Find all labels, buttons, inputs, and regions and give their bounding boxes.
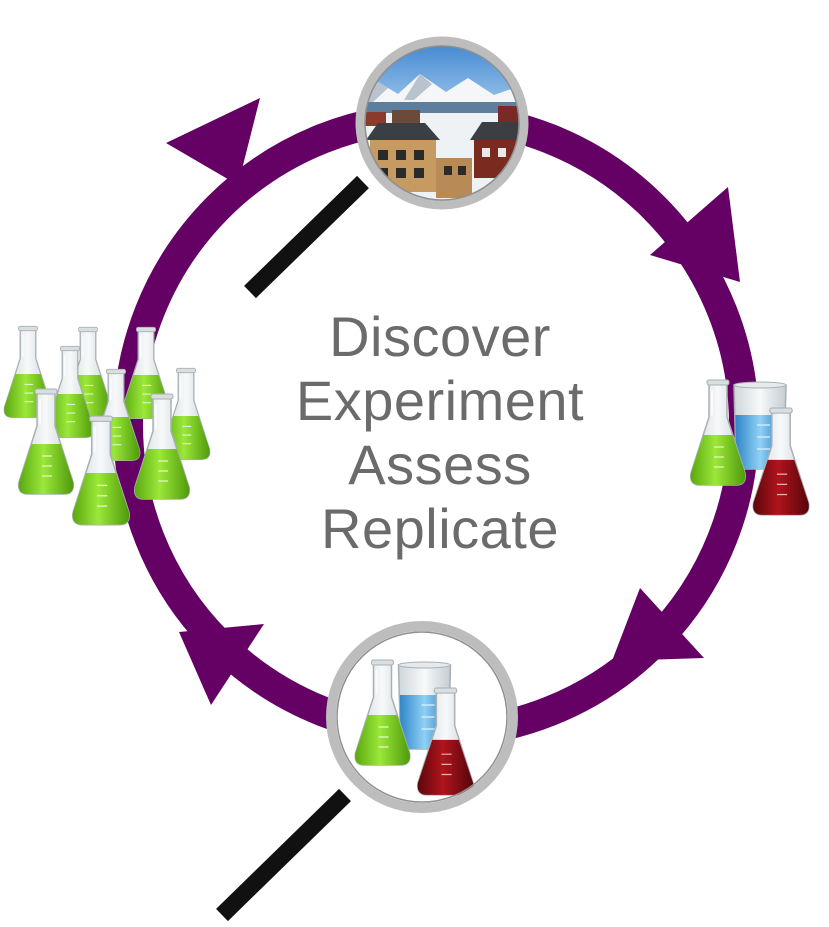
cycle-stage-labels: Discover Experiment Assess Replicate [230, 305, 650, 561]
magnifier-flask-trio-icon [216, 621, 518, 922]
cycle-arrow-icon [166, 98, 260, 185]
cycle-arrow-icon [612, 588, 704, 661]
green-flask-cluster-icon [3, 325, 211, 526]
cycle-arrow-icon [650, 187, 740, 282]
stage-replicate: Replicate [321, 497, 559, 560]
magnifier-town-photo-icon [244, 36, 529, 299]
stage-experiment: Experiment [295, 369, 585, 432]
stage-assess: Assess [348, 433, 532, 496]
cycle-arrow-icon [179, 624, 264, 705]
stage-discover: Discover [329, 305, 551, 368]
